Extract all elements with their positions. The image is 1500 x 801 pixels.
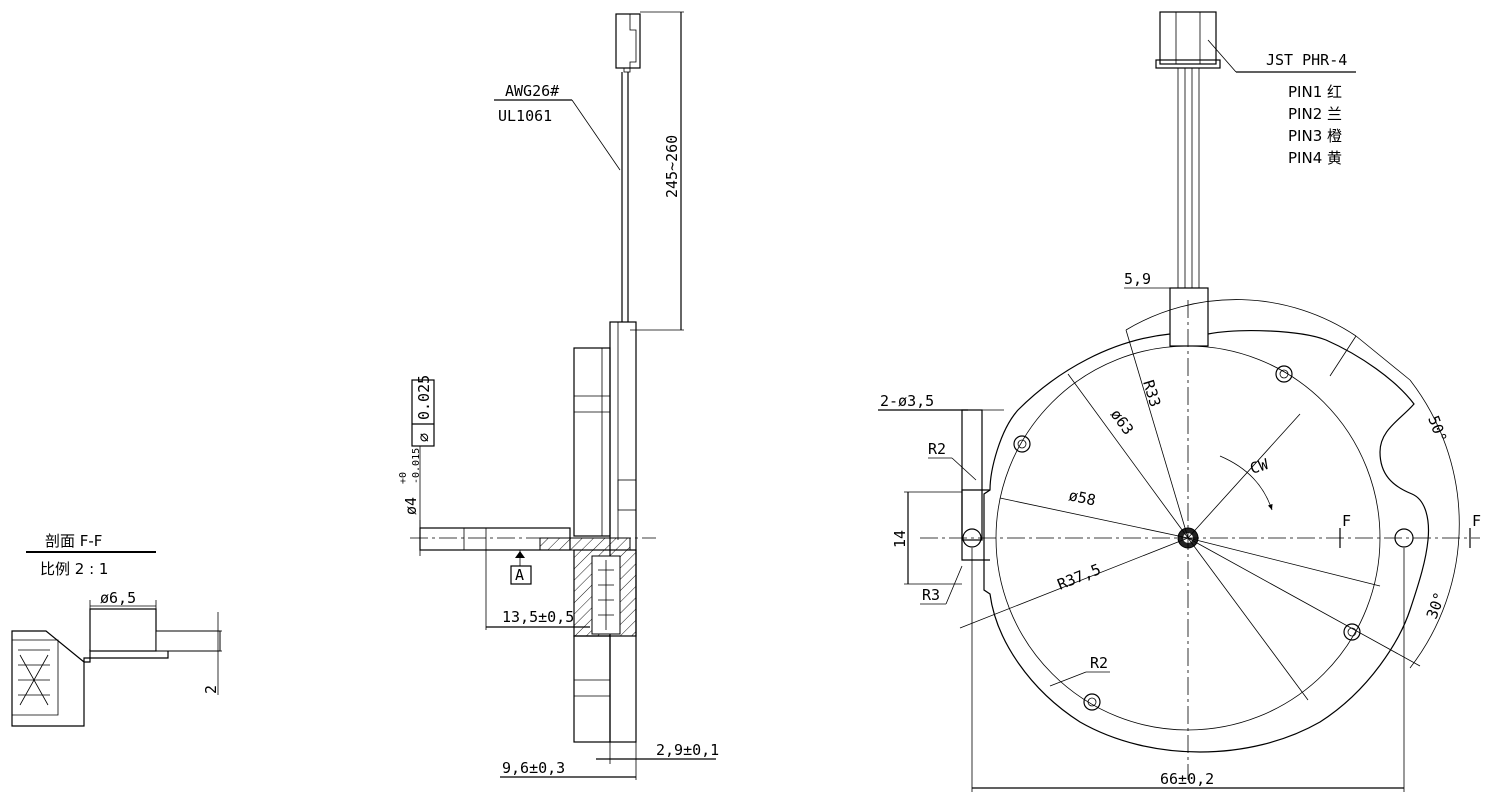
front-angle-50: 50°: [1424, 413, 1450, 445]
side-tolerance-frame: [411, 379, 435, 447]
section-dim-diameter: ø6,5: [100, 589, 136, 607]
side-shaft-diameter: ø4: [402, 497, 420, 515]
front-angle-arc: [1125, 299, 1357, 337]
front-pin-2: PIN2 兰: [1288, 105, 1342, 123]
front-wire-block: [1169, 287, 1209, 347]
side-dim-length: 245~260: [663, 135, 681, 198]
front-pin-4: PIN4 黄: [1288, 149, 1342, 167]
section-boss: [89, 608, 157, 652]
front-dim-overall: 66±0,2: [1160, 770, 1214, 788]
front-section-mark-right: F: [1472, 512, 1481, 530]
front-dim-r37-5: R37,5: [1055, 560, 1104, 594]
front-connector: [1159, 11, 1217, 65]
front-hole-2: [1013, 435, 1031, 453]
side-dim-flange: 2,9±0,1: [656, 741, 719, 759]
front-mount-slot: [961, 409, 983, 541]
section-f-f-view: 剖面 F-F 比例 2 : 1 ø6,5 2: [11, 532, 222, 727]
side-shaft-tol-lower: -0.015: [411, 448, 422, 484]
side-tolerance-value: 0.025: [415, 375, 433, 420]
side-datum: A: [515, 566, 524, 584]
front-dim-r2-bottom: R2: [1090, 654, 1108, 672]
front-dim-r33: R33: [1139, 378, 1164, 409]
front-dim-5-9: 5,9: [1124, 270, 1151, 288]
side-dim-shaft-length: 13,5±0,5: [502, 608, 574, 626]
front-dim-r2-top: R2: [928, 440, 946, 458]
side-rotor-upper: [573, 347, 611, 537]
side-view: 245~260 AWG26# UL1061 0.025 ⌀: [398, 11, 719, 780]
front-dim-d58: ø58: [1067, 486, 1097, 509]
side-wire-standard: UL1061: [498, 107, 552, 125]
front-view: JST PHR-4 PIN1 红 PIN2 兰 PIN3 橙 PIN4 黄 5,…: [878, 11, 1481, 792]
front-connector-label: JST PHR-4: [1266, 51, 1347, 69]
front-dim-holes: 2-ø3,5: [880, 392, 934, 410]
front-pin-1: PIN1 红: [1288, 83, 1342, 101]
section-title: 剖面 F-F: [45, 532, 102, 550]
section-scale: 比例 2 : 1: [40, 560, 108, 578]
front-flange-outline: [983, 330, 1430, 753]
front-rotation: CW: [1248, 455, 1272, 478]
side-pcb: [609, 321, 637, 743]
front-dim-14: 14: [891, 530, 909, 548]
section-dim-height: 2: [202, 685, 220, 694]
side-dim-thickness: 9,6±0,3: [502, 759, 565, 777]
front-hole-1: [1275, 365, 1293, 383]
front-section-mark-left: F: [1342, 512, 1351, 530]
side-wire-spec: AWG26#: [505, 82, 559, 100]
side-shaft-tol-upper: +0: [398, 472, 409, 484]
front-rotation-arrow: [1219, 455, 1273, 511]
front-dim-r3: R3: [922, 586, 940, 604]
side-tolerance-symbol: ⌀: [415, 433, 433, 442]
side-hub-hatch: [539, 537, 631, 551]
front-hole-4: [1083, 693, 1101, 711]
front-pin-3: PIN3 橙: [1288, 127, 1342, 145]
front-angle-30: 30°: [1423, 590, 1449, 622]
front-hole-3: [1343, 623, 1361, 641]
